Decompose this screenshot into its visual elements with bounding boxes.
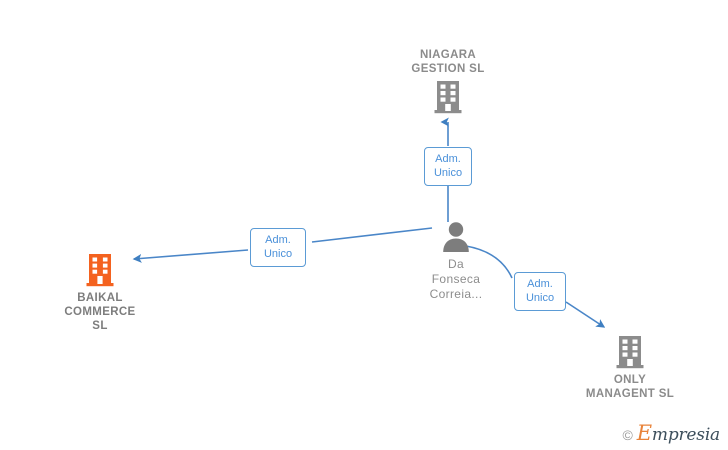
- node-label-only-managent: ONLY MANAGENT SL: [585, 374, 675, 400]
- watermark-empresia: © Empresia: [622, 423, 720, 445]
- edge-line-person-baikal-right: [311, 227, 433, 243]
- node-company-only-managent[interactable]: ONLY MANAGENT SL: [560, 334, 700, 401]
- edge-line-person-only-lower: [565, 301, 606, 328]
- brand-wordmark: Empresia: [637, 423, 720, 445]
- brand-initial: E: [636, 421, 652, 445]
- brand-rest: mpresia: [651, 425, 720, 445]
- node-company-niagara[interactable]: NIAGARA GESTION SL: [378, 48, 518, 115]
- edge-label-person-baikal[interactable]: Adm. Unico: [250, 228, 306, 267]
- edge-line-person-only-upper: [465, 245, 513, 279]
- edge-label-person-niagara[interactable]: Adm. Unico: [424, 147, 472, 186]
- copyright-icon: ©: [622, 426, 633, 443]
- building-icon-highlighted: [30, 252, 170, 288]
- node-label-niagara: NIAGARA GESTION SL: [411, 49, 485, 75]
- edge-label-person-only[interactable]: Adm. Unico: [514, 272, 566, 311]
- node-label-person: Da Fonseca Correia...: [429, 257, 483, 301]
- node-company-baikal[interactable]: BAIKAL COMMERCE SL: [30, 252, 170, 333]
- building-icon: [560, 334, 700, 370]
- person-icon: [386, 220, 526, 254]
- node-label-baikal: BAIKAL COMMERCE SL: [64, 292, 136, 332]
- node-person-da-fonseca-correia[interactable]: Da Fonseca Correia...: [386, 220, 526, 302]
- building-icon: [378, 79, 518, 115]
- edge-line-person-baikal-left: [132, 249, 249, 263]
